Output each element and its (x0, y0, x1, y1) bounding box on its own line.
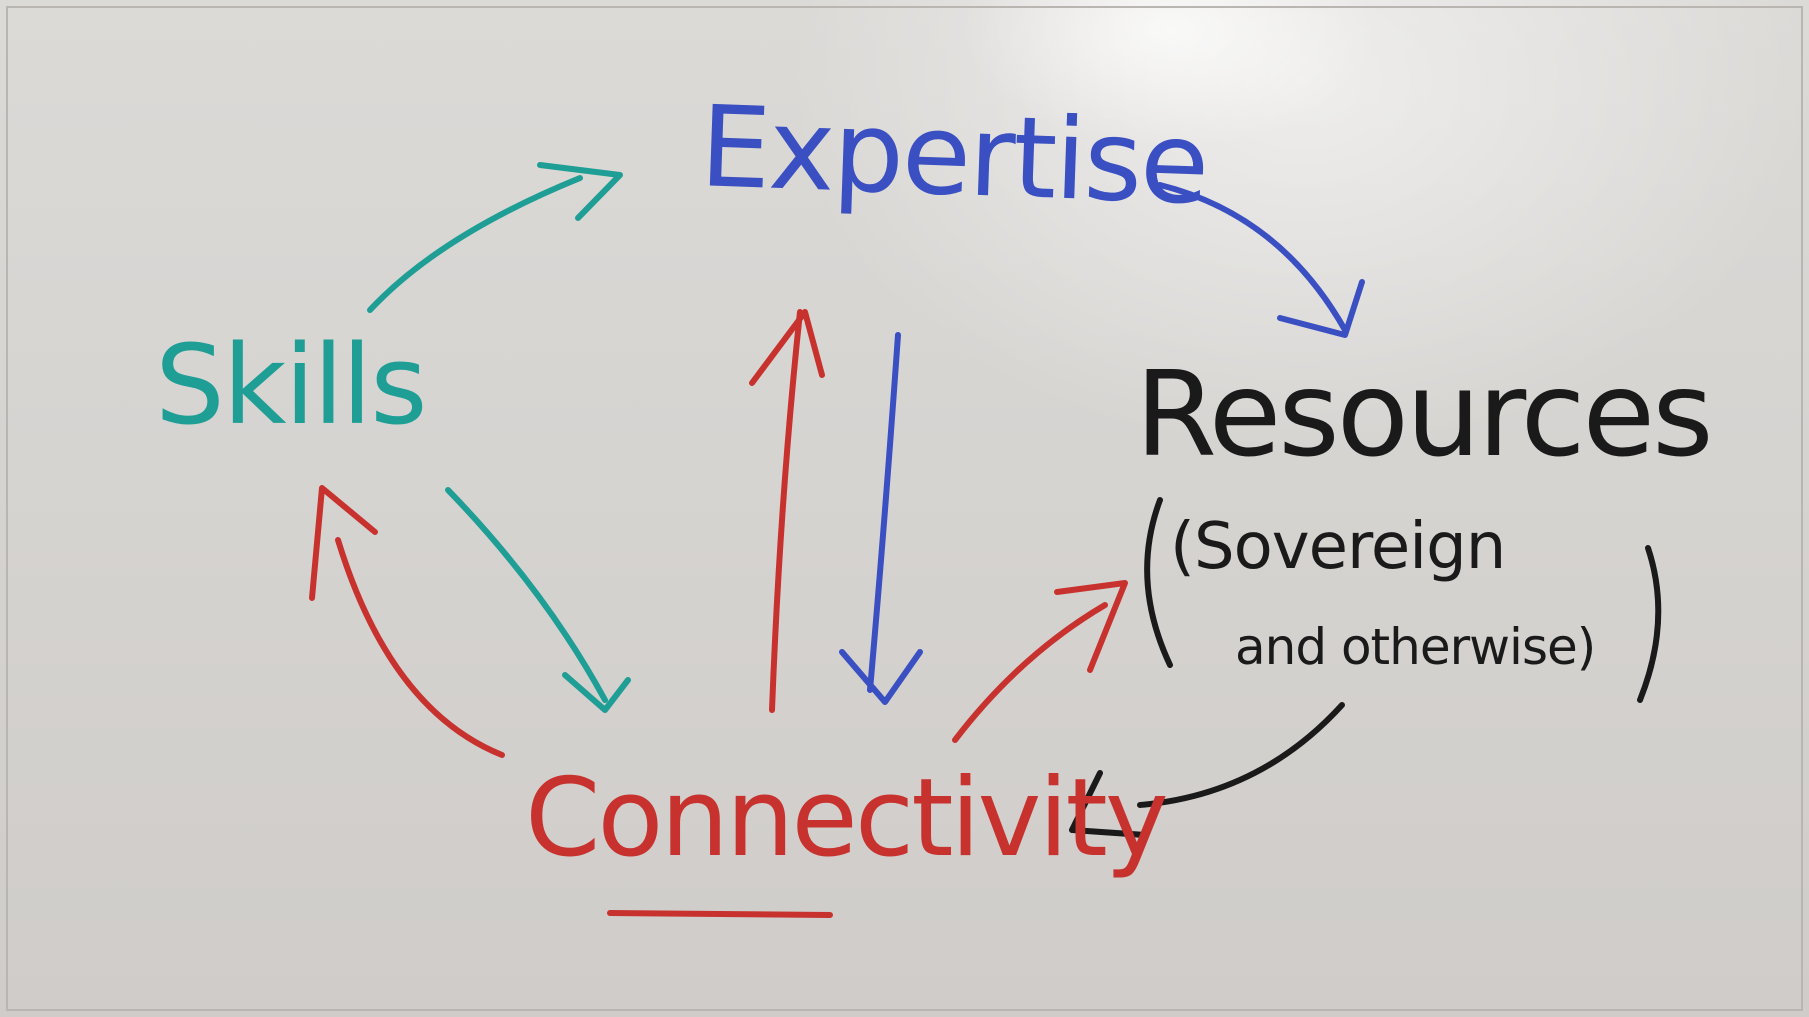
node-resources: Resources (1135, 345, 1714, 483)
arrow-skills-to-expertise (367, 162, 623, 313)
node-expertise: Expertise (697, 82, 1210, 230)
arrow-expertise-to-connectivity (839, 332, 923, 705)
arrow-connectivity-to-skills (309, 485, 505, 758)
arrow-connectivity-to-resources (952, 580, 1128, 743)
node-resources-note-line1: (Sovereign (1170, 510, 1506, 584)
node-skills: Skills (155, 321, 428, 449)
connectivity-underline (607, 910, 833, 918)
node-resources-note-line2: and otherwise) (1235, 618, 1596, 676)
arrow-skills-to-connectivity (445, 487, 631, 713)
node-connectivity: Connectivity (525, 756, 1169, 881)
arrow-connectivity-to-expertise (749, 309, 825, 713)
arrow-expertise-to-resources (1157, 182, 1365, 338)
resources-right-paren (1637, 545, 1662, 703)
arrow-resources-to-connectivity (1069, 702, 1345, 838)
resources-left-paren (1144, 497, 1173, 668)
